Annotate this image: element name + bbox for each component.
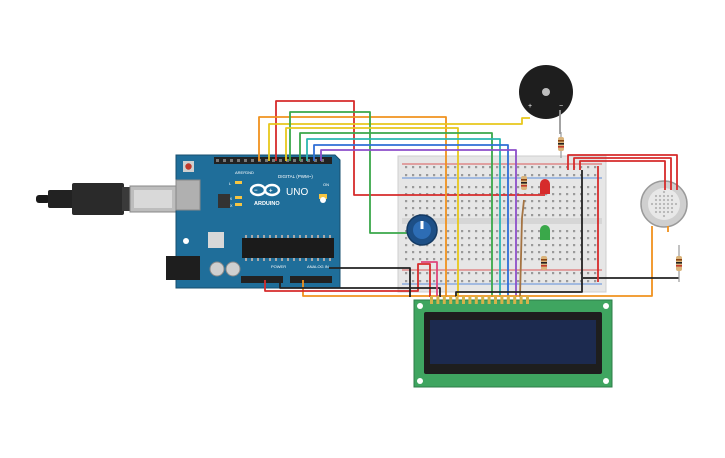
power-label: POWER [271,264,286,269]
power-jack [166,256,200,280]
small-chip [218,194,230,208]
digital-label: DIGITAL (PWM~) [278,174,313,179]
wire-yellow-pin9[interactable] [285,127,459,297]
lcd-pin[interactable] [430,296,433,304]
potentiometer[interactable] [406,214,438,246]
wires [258,100,679,298]
breadboard[interactable] [397,155,607,293]
lcd-pin[interactable] [468,296,472,304]
wire-brown-led[interactable] [519,199,525,298]
voltage-regulator [208,232,224,248]
svg-text:+: + [269,189,273,195]
wire-red-pin13[interactable] [275,100,545,196]
wire-black-bottom[interactable] [455,170,583,297]
capacitor-2 [225,261,241,277]
resistor-sensor[interactable] [676,245,682,282]
power-header [241,276,283,283]
lcd-pin[interactable] [526,296,529,304]
lcd-pin[interactable] [494,296,497,304]
resistor-led-red[interactable] [521,176,527,190]
lcd-pin[interactable] [519,296,523,304]
wire-red-sensor-2[interactable] [573,157,672,190]
lcd-pin[interactable] [442,296,446,304]
lcd-pin[interactable] [436,296,440,304]
lcd-pin[interactable] [487,296,491,304]
lcd-pin[interactable] [481,296,485,304]
usb-port [175,179,201,211]
usb-cable[interactable] [36,183,177,215]
buzzer-minus-label: − [559,103,563,110]
wire-yellow-pin11[interactable] [268,117,530,161]
atmega-chip [242,238,334,258]
l-led-label: L [229,181,232,186]
svg-text:−: − [254,188,258,194]
wire-purple-pin5[interactable] [320,149,517,297]
resistor-led-green[interactable] [541,256,547,270]
lcd-pin[interactable] [474,296,478,304]
lcd-pin[interactable] [449,296,453,304]
lcd-pin[interactable] [455,296,459,304]
arduino-logo: − + [249,183,281,197]
lcd-pin[interactable] [513,296,517,304]
resistor-buzzer[interactable] [558,132,564,158]
lcd-screen [430,320,596,364]
piezo-buzzer[interactable]: + − [519,65,573,119]
lcd-pin[interactable] [506,296,510,304]
buzzer-plus-label: + [528,103,532,110]
wire-orange-pin12[interactable] [258,116,447,297]
lcd-pin[interactable] [462,296,465,304]
analog-header [290,276,332,283]
aref-label: AREF [235,170,246,175]
wire-red-sensor-3[interactable] [579,160,666,190]
analog-label: ANALOG IN [307,264,329,269]
brand-label: ARDUINO [254,201,280,207]
wire-green-pin8[interactable] [299,132,493,297]
wire-black-gnd-2[interactable] [279,280,441,297]
led-green[interactable] [540,225,550,240]
capacitor-1 [209,261,225,277]
gas-sensor[interactable] [640,180,688,228]
wire-blue-pin6[interactable] [313,144,509,297]
wire-red-sensor-1[interactable] [567,154,678,190]
wire-pink-contrast[interactable] [421,261,438,297]
potentiometer-knob-icon [420,221,424,229]
led-red[interactable] [540,179,550,194]
lcd-16x2[interactable] [413,296,613,388]
wire-teal-pin7[interactable] [306,138,501,297]
on-led-label: ON [323,182,329,187]
gnd-label: GND [245,170,254,175]
wire-red-power[interactable] [264,263,431,297]
model-label: UNO [286,187,308,198]
arduino-uno-board[interactable]: AREF GND DIGITAL (PWM~) L TX RX − + ARDU… [166,154,341,289]
lcd-pin[interactable] [500,296,504,304]
